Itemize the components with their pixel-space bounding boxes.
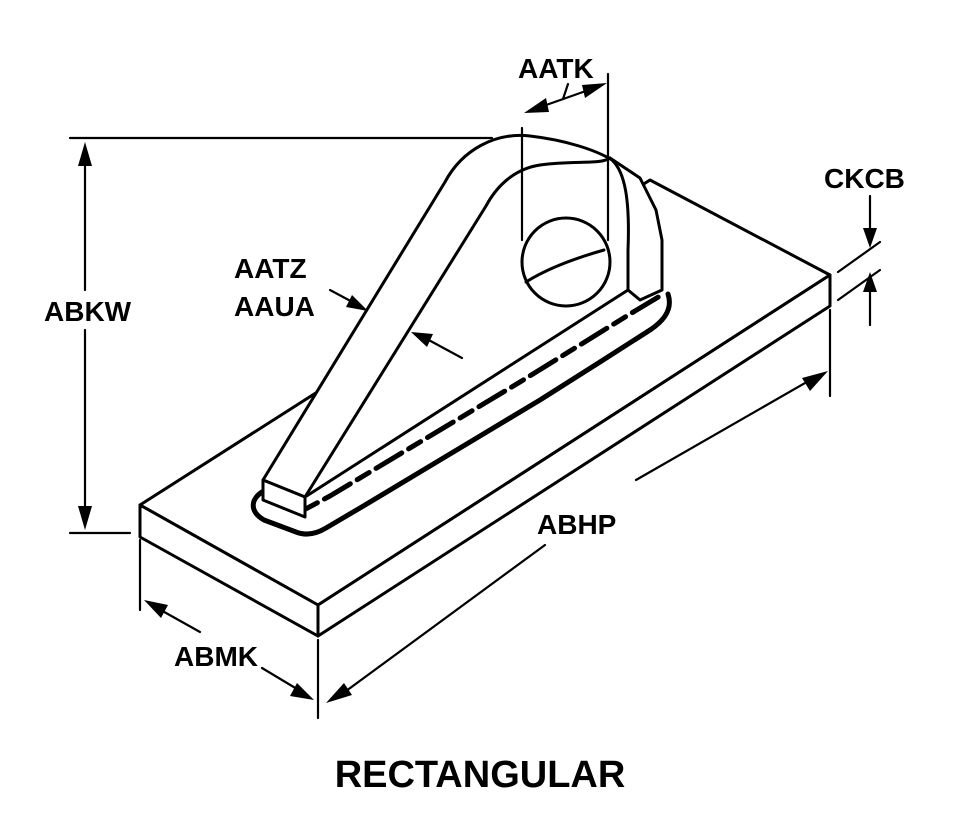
bracket-arm-end [261, 478, 307, 519]
label-abhp: ABHP [537, 509, 616, 540]
dimension-abmk: ABMK [138, 538, 314, 700]
bracket-face [261, 133, 630, 499]
dimension-abkw: ABKW [44, 136, 494, 535]
label-abkw: ABKW [44, 296, 132, 327]
dimension-abhp: ABHP [316, 308, 832, 720]
bracket [261, 133, 664, 519]
dimension-ckcb: CKCB [824, 163, 905, 327]
label-aatk: AATK [518, 53, 594, 84]
label-ckcb: CKCB [824, 163, 905, 194]
label-aatz: AATZ [234, 253, 307, 284]
dimension-aatk: AATK [518, 53, 610, 242]
label-abmk: ABMK [174, 641, 258, 672]
dimension-aatz-aaua: AATZ AAUA [234, 253, 464, 360]
bracket-arm-edge [303, 163, 542, 499]
bracket-lug-top-edge [538, 156, 612, 167]
base-plate-right-face [316, 273, 832, 638]
weld-bead [250, 291, 672, 537]
label-aaua: AAUA [234, 291, 315, 322]
diagram-title: RECTANGULAR [335, 754, 626, 796]
bracket-hole-inner-edge [524, 248, 606, 284]
